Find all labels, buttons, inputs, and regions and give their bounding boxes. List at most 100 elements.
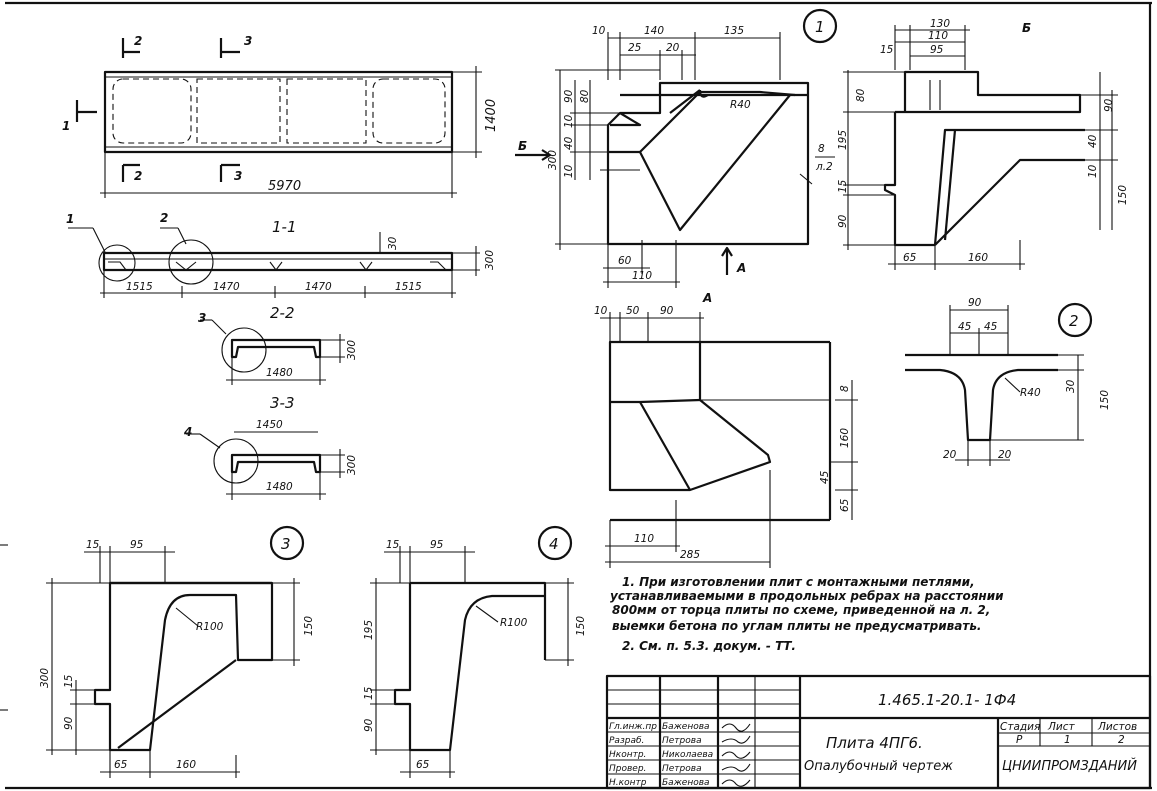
view-a-title: А — [702, 291, 712, 305]
node-4-number: 4 — [549, 535, 559, 553]
name-3: Николаева — [662, 750, 713, 760]
s11-dim-3: 1470 — [305, 281, 332, 293]
n1-top-2: 140 — [644, 25, 664, 37]
va-right-2: 160 — [839, 428, 851, 448]
vb-left-4: 90 — [837, 214, 849, 228]
n4-left-1: 195 — [363, 620, 375, 640]
role-2: Разраб. — [609, 736, 644, 746]
n1-sub-1: 25 — [628, 42, 642, 54]
col-sheet: Лист — [1047, 721, 1075, 733]
va-right-4: 65 — [839, 498, 851, 512]
note-line-4: выемки бетона по углам плиты не предусма… — [612, 619, 981, 633]
s33-width: 1480 — [266, 481, 293, 493]
vb-bot-1: 65 — [903, 252, 917, 264]
vb-top-1: 130 — [930, 18, 950, 30]
section-2-2-callout: 3 — [198, 311, 206, 325]
n4-radius: R100 — [500, 617, 528, 629]
n4-right: 150 — [575, 616, 587, 636]
n4-top-1: 15 — [386, 539, 400, 551]
s22-width: 1480 — [266, 367, 293, 379]
n1-ref: 8 — [818, 143, 825, 155]
view-b-title: Б — [1022, 21, 1031, 35]
n1-ref-sheet: л.2 — [815, 161, 833, 173]
plan-sec3-bot: 3 — [234, 169, 242, 183]
doc-code: 1.465.1-20.1- 1Ф4 — [878, 691, 1016, 709]
n3-bot-1: 65 — [114, 759, 128, 771]
notes: 1. При изготовлении плит с монтажными пе… — [610, 575, 1004, 653]
n1-left-3: 10 — [563, 114, 575, 128]
n1-sub-2: 20 — [666, 42, 680, 54]
stage-value: Р — [1016, 734, 1023, 746]
section-1-1-title: 1-1 — [272, 218, 297, 236]
n2-bot-1: 20 — [943, 449, 957, 461]
node-2-number: 2 — [1069, 312, 1079, 330]
n4-bot-1: 65 — [416, 759, 430, 771]
n4-top-2: 95 — [430, 539, 444, 551]
name-2: Петрова — [662, 736, 702, 746]
section-3-3: 3-3 1450 4 1480 300 — [183, 394, 358, 500]
va-bot-1: 110 — [634, 533, 654, 545]
plan-sec2-top: 2 — [134, 34, 142, 48]
plan-sec1: 1 — [62, 119, 70, 133]
va-top-1: 10 — [594, 305, 608, 317]
node-3-number: 3 — [281, 535, 291, 553]
plan-width: 1400 — [484, 99, 499, 132]
sheets-value: 2 — [1118, 734, 1125, 746]
plan-sec2-bot: 2 — [134, 169, 142, 183]
plan-sec3-top: 3 — [244, 34, 252, 48]
vb-top-4: 15 — [880, 44, 894, 56]
vb-bot-2: 160 — [968, 252, 988, 264]
va-top-3: 90 — [660, 305, 674, 317]
view-a: А 10 50 90 8 160 45 65 110 285 — [594, 291, 858, 568]
section-2-2-title: 2-2 — [270, 304, 295, 322]
n3-radius: R100 — [196, 621, 224, 633]
va-bot-2: 285 — [680, 549, 700, 561]
n1-left-6: 300 — [547, 150, 559, 170]
section-1-1-callout-1: 1 — [66, 212, 74, 226]
n1-bot-2: 110 — [632, 270, 652, 282]
n2-right-2: 150 — [1099, 390, 1111, 410]
col-sheets: Листов — [1097, 721, 1137, 733]
vb-right-2: 40 — [1087, 134, 1099, 148]
plan-view: 2 3 2 3 1 5970 1400 — [62, 34, 499, 198]
section-2-2: 2-2 3 1480 300 — [198, 304, 358, 385]
s11-height: 300 — [484, 250, 496, 270]
role-5: Н.контр — [609, 778, 647, 788]
vb-left-1: 80 — [855, 88, 867, 102]
node-2: 2 90 45 45 30 150 R40 20 20 — [905, 297, 1111, 466]
section-1-1-callout-2: 2 — [160, 211, 168, 225]
name-1: Баженова — [662, 722, 710, 732]
n2-top-3: 45 — [984, 321, 998, 333]
signatures — [721, 723, 751, 787]
n1-radius: R40 — [730, 99, 751, 111]
node-3: 3 15 95 300 15 90 150 R100 65 160 — [39, 525, 315, 778]
n1-top-3: 135 — [724, 25, 744, 37]
vb-right-1: 90 — [1103, 98, 1115, 112]
s22-height: 300 — [346, 340, 358, 360]
va-top-2: 50 — [626, 305, 640, 317]
node-4: 4 15 95 195 15 90 150 R100 65 — [363, 525, 587, 778]
name-4: Петрова — [662, 764, 702, 774]
n2-radius: R40 — [1020, 387, 1041, 399]
n3-right: 150 — [303, 616, 315, 636]
organization: ЦНИИПРОМЗДАНИЙ — [1002, 758, 1137, 774]
n2-top-2: 45 — [958, 321, 972, 333]
view-b: Б 130 110 95 15 80 195 15 90 90 — [837, 18, 1129, 270]
vb-top-2: 110 — [928, 30, 948, 42]
sheet-value: 1 — [1064, 734, 1071, 746]
role-1: Гл.инж.пр — [609, 722, 657, 732]
section-3-3-callout: 4 — [183, 425, 192, 439]
s11-dim-1: 1515 — [126, 281, 153, 293]
node-1-number: 1 — [815, 18, 825, 36]
col-stage: Стадия — [1000, 721, 1040, 733]
n3-top-1: 15 — [86, 539, 100, 551]
node-1: 1 10 140 135 25 20 90 80 10 40 — [515, 8, 838, 288]
n3-left-1: 300 — [39, 668, 51, 688]
vb-left-3: 15 — [837, 179, 849, 193]
name-5: Баженова — [662, 778, 710, 788]
n1-bot-1: 60 — [618, 255, 632, 267]
n3-left-3: 90 — [63, 716, 75, 730]
